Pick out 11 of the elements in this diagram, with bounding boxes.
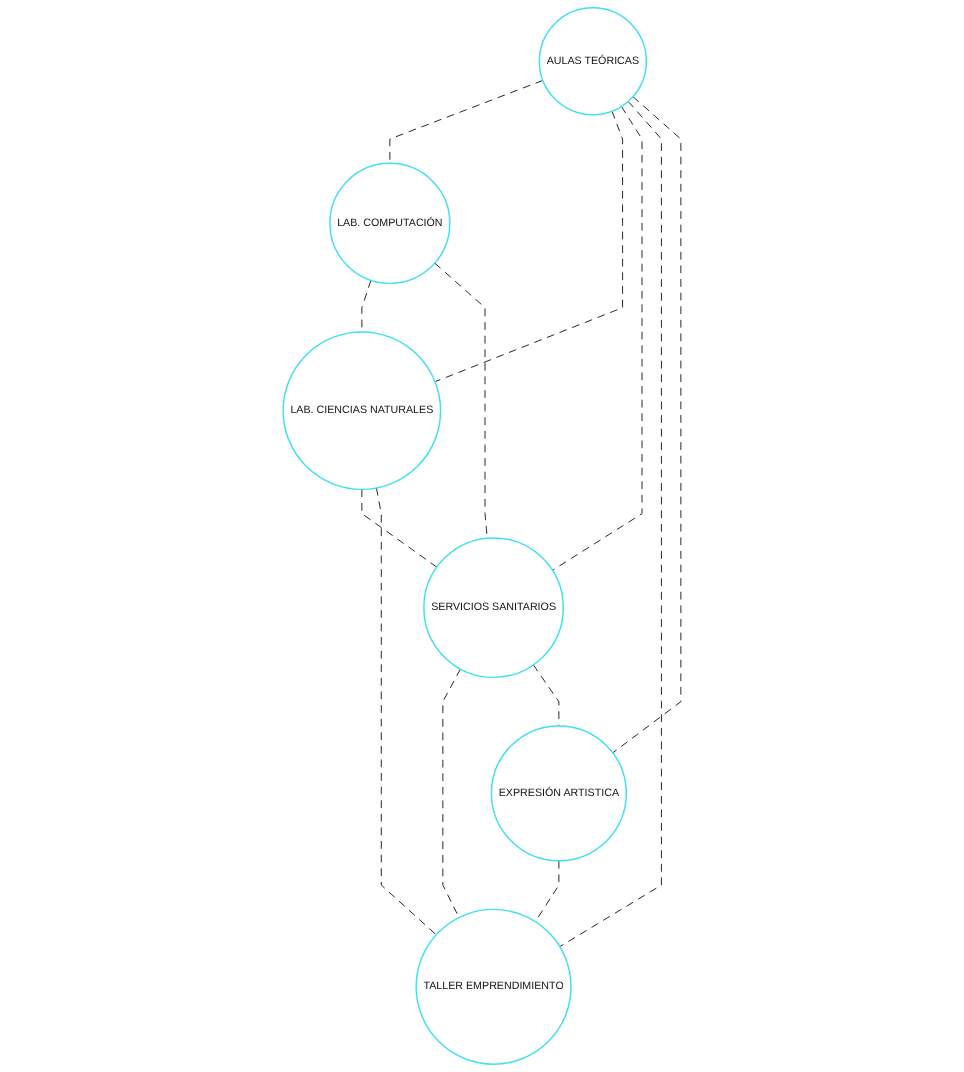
connector (389, 79, 544, 164)
connector (552, 106, 643, 571)
connector (612, 96, 682, 754)
connector (434, 110, 624, 383)
connector (532, 664, 560, 727)
connector (442, 668, 461, 918)
connector (534, 860, 560, 923)
connector (375, 487, 437, 936)
connector (559, 100, 662, 948)
connector (434, 262, 488, 539)
connector (361, 488, 438, 568)
